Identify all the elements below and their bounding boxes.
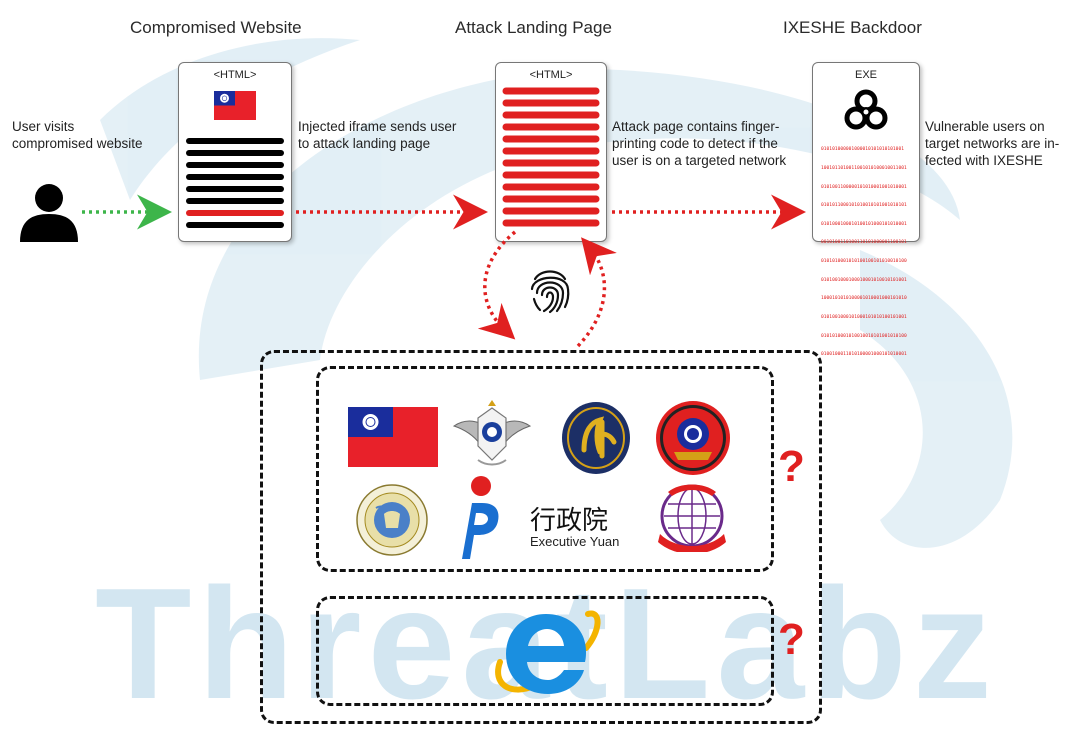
html-tag-label: <HTML> — [529, 69, 573, 81]
target-organizations-box — [316, 366, 774, 572]
binary-payload: 010101000001000010101010101001 100101101… — [821, 147, 907, 358]
question-mark-browser: ? — [778, 615, 805, 664]
compromised-website-page: <HTML> — [178, 62, 292, 242]
internet-explorer-icon — [495, 610, 601, 694]
attack-landing-page-doc: <HTML> — [495, 62, 607, 242]
note-user-visits: User visits compromised website — [12, 119, 143, 151]
note-fingerprinting: Attack page contains finger- printing co… — [612, 119, 787, 168]
title-ixeshe-backdoor: IXESHE Backdoor — [783, 18, 922, 37]
mofa-emblem-icon — [562, 402, 630, 474]
watermark-text: ThreatLabz — [95, 556, 998, 732]
note-injected-iframe: Injected iframe sends user to attack lan… — [298, 119, 457, 151]
taiwan-flag-icon — [214, 91, 256, 120]
ixeshe-backdoor-exe: EXE 010101000001000010101010101001 10010… — [812, 62, 920, 357]
user-icon — [20, 184, 78, 242]
executive-yuan-chars: 行政院 — [530, 506, 609, 536]
malicious-code-lines — [502, 87, 600, 227]
ministry-logo-icon — [462, 476, 499, 559]
title-attack-landing-page: Attack Landing Page — [455, 18, 612, 37]
air-force-emblem-icon — [452, 400, 532, 466]
taiwan-flag-icon — [348, 407, 438, 467]
bureau-of-foreign-trade-emblem-icon — [658, 484, 726, 552]
exe-label: EXE — [854, 69, 877, 81]
arrow-targets-to-landing — [576, 237, 617, 348]
note-vulnerable-users: Vulnerable users on target networks are … — [925, 119, 1060, 168]
police-emblem-icon — [656, 401, 730, 475]
html-tag-label: <HTML> — [213, 69, 257, 81]
fingerprint-icon — [530, 270, 570, 314]
biohazard-icon — [844, 89, 888, 130]
html-code-lines — [186, 138, 284, 228]
national-immigration-agency-emblem-icon — [356, 484, 428, 556]
question-mark-orgs: ? — [778, 442, 805, 491]
title-compromised-website: Compromised Website — [130, 18, 302, 37]
executive-yuan-text: Executive Yuan — [530, 534, 620, 549]
target-networks-box — [260, 350, 822, 724]
target-browser-box — [316, 596, 774, 706]
arrow-landing-to-targets — [477, 230, 517, 340]
